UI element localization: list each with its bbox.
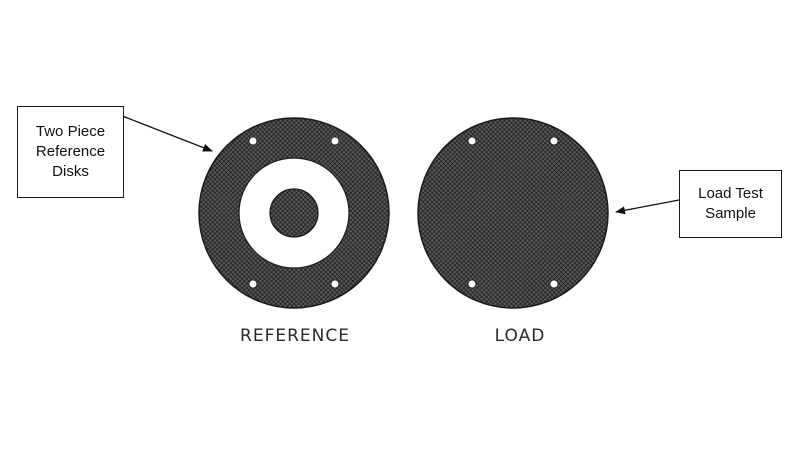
- reference-label: REFERENCE: [240, 326, 350, 346]
- load-label: LOAD: [494, 326, 546, 346]
- reference-callout-text: Two Piece Reference Disks: [35, 123, 106, 180]
- load-callout-arrow: [615, 199, 680, 215]
- load-callout-box: Load Test Sample: [679, 170, 782, 238]
- load-bolt-hole: [467, 279, 477, 289]
- reference-callout-arrow: [111, 111, 213, 152]
- load-bolt-hole: [549, 279, 559, 289]
- load-disk: [417, 117, 609, 309]
- reference-inner-disk: [269, 188, 319, 238]
- reference-bolt-hole: [248, 279, 258, 289]
- reference-bolt-hole: [330, 136, 340, 146]
- reference-disk: [198, 117, 390, 309]
- load-sample-disk: [417, 117, 609, 309]
- reference-callout-box: Two Piece Reference Disks: [17, 106, 124, 198]
- load-bolt-hole: [467, 136, 477, 146]
- load-bolt-hole: [549, 136, 559, 146]
- reference-bolt-hole: [248, 136, 258, 146]
- reference-bolt-hole: [330, 279, 340, 289]
- load-callout-text: Load Test Sample: [698, 185, 763, 222]
